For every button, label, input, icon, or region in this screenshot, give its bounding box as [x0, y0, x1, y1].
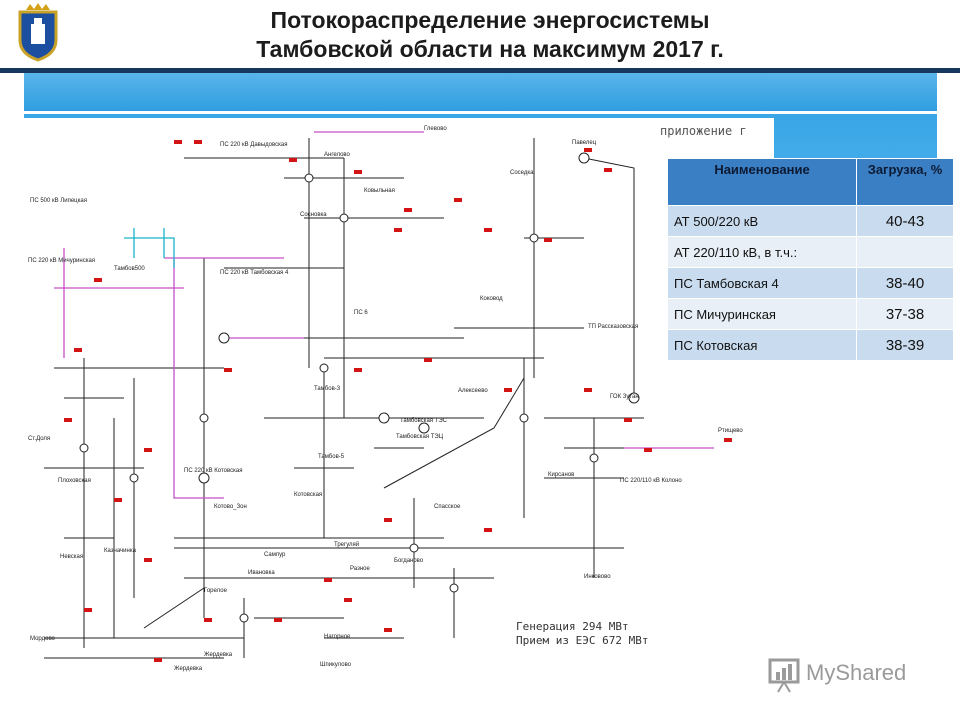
node-label: ПС 500 кВ Липецкая	[30, 198, 87, 204]
node-label: Жердевка	[174, 666, 203, 672]
node-label: Коковод	[480, 296, 503, 302]
node-label: ПС 6	[354, 310, 368, 316]
col-name-header: Наименование	[667, 158, 857, 206]
coat-of-arms-icon	[18, 3, 58, 62]
node-label: Инковово	[584, 574, 611, 580]
row-value: 40-43	[856, 205, 954, 237]
node-label: ПС 220 кВ Мичуринская	[28, 258, 96, 264]
node-label: Плоховская	[58, 478, 91, 484]
band-separator	[24, 111, 937, 114]
table-row: ПС Мичуринская 37-38	[667, 298, 954, 330]
node-label: Богданово	[394, 558, 424, 564]
node-label: Котово_Зон	[214, 504, 247, 510]
node-label: Тамбов-5	[318, 454, 345, 460]
table-row: ПС Котовская 38-39	[667, 329, 954, 361]
node-label: Кирсанов	[548, 472, 575, 478]
watermark: MyShared	[768, 656, 928, 696]
node-label: Тамбовская ТЭС	[400, 418, 448, 424]
node-label: Ивановка	[248, 570, 275, 576]
node-label: Глевово	[424, 126, 447, 132]
node-label: Соседка	[510, 170, 534, 176]
node-label: Ртищево	[718, 428, 743, 434]
row-name: ПС Мичуринская	[667, 298, 857, 330]
import-value: Прием из ЕЭС 672 МВт	[516, 634, 649, 647]
page-title: Потокораспределение энергосистемы Тамбов…	[100, 6, 880, 64]
header: Потокораспределение энергосистемы Тамбов…	[0, 0, 960, 68]
node-label: Котовская	[294, 492, 323, 498]
node-label: ПС 220 кВ Котовская	[184, 468, 243, 474]
node-label: Ковыльная	[364, 188, 395, 194]
node-label: Жердевка	[204, 652, 233, 658]
node-label: Сосновка	[300, 212, 327, 218]
node-label: ГОК Зутан	[610, 394, 639, 400]
presentation-icon	[768, 658, 800, 693]
node-label: Ангелово	[324, 152, 350, 158]
table-row: АТ 220/110 кВ, в т.ч.:	[667, 236, 954, 268]
title-line-2: Тамбовской области на максимум 2017 г.	[256, 36, 724, 62]
node-label: Ст.Доля	[28, 436, 51, 442]
load-table: Наименование Загрузка, % АТ 500/220 кВ 4…	[667, 158, 954, 361]
node-label: Мордово	[30, 636, 55, 642]
node-label: Тамбовская ТЭЦ	[396, 434, 444, 440]
node-label: Сампур	[264, 552, 286, 558]
appendix-label: приложение г	[660, 124, 747, 138]
node-label: Нагорное	[324, 634, 351, 640]
row-value: 38-40	[856, 267, 954, 299]
node-label: Алексеево	[458, 388, 488, 394]
row-name: ПС Котовская	[667, 329, 857, 361]
node-label: Горелое	[204, 588, 227, 594]
grid-schematic	[44, 131, 732, 662]
row-name: АТ 220/110 кВ, в т.ч.:	[667, 236, 857, 268]
row-value: 38-39	[856, 329, 954, 361]
node-label: Павелец	[572, 140, 597, 146]
row-name: АТ 500/220 кВ	[667, 205, 857, 237]
table-row: АТ 500/220 кВ 40-43	[667, 205, 954, 237]
generation-summary: Генерация 294 МВт Прием из ЕЭС 672 МВт	[516, 620, 648, 648]
col-load-header: Загрузка, %	[856, 158, 954, 206]
node-label: Трегуляй	[334, 542, 360, 548]
table-row: ПС Тамбовская 4 38-40	[667, 267, 954, 299]
node-label: ТП Рассказовская	[588, 324, 639, 330]
node-label: Шпикулово	[320, 662, 352, 668]
node-label: Тамбов-3	[314, 386, 341, 392]
title-line-1: Потокораспределение энергосистемы	[270, 7, 710, 33]
blue-band	[24, 73, 937, 111]
node-label: ПС 220 кВ Тамбовская 4	[220, 270, 289, 276]
row-name: ПС Тамбовская 4	[667, 267, 857, 299]
header-divider	[0, 68, 960, 73]
generation-value: Генерация 294 МВт	[516, 620, 629, 633]
node-label: Невская	[60, 554, 84, 560]
power-flow-diagram: приложение г Глевово ПС 500 кВ Липецкая …	[24, 118, 774, 672]
node-label: Спасское	[434, 504, 461, 510]
node-label: Казначинка	[104, 548, 136, 554]
node-label: ПС 220/110 кВ Колоно	[620, 478, 682, 484]
row-value: 37-38	[856, 298, 954, 330]
watermark-text: MyShared	[806, 660, 907, 685]
node-label: ПС 220 кВ Давыдовская	[220, 142, 288, 148]
node-label: Разное	[350, 566, 370, 572]
row-value	[856, 236, 954, 268]
node-label: Тамбов500	[114, 266, 145, 272]
